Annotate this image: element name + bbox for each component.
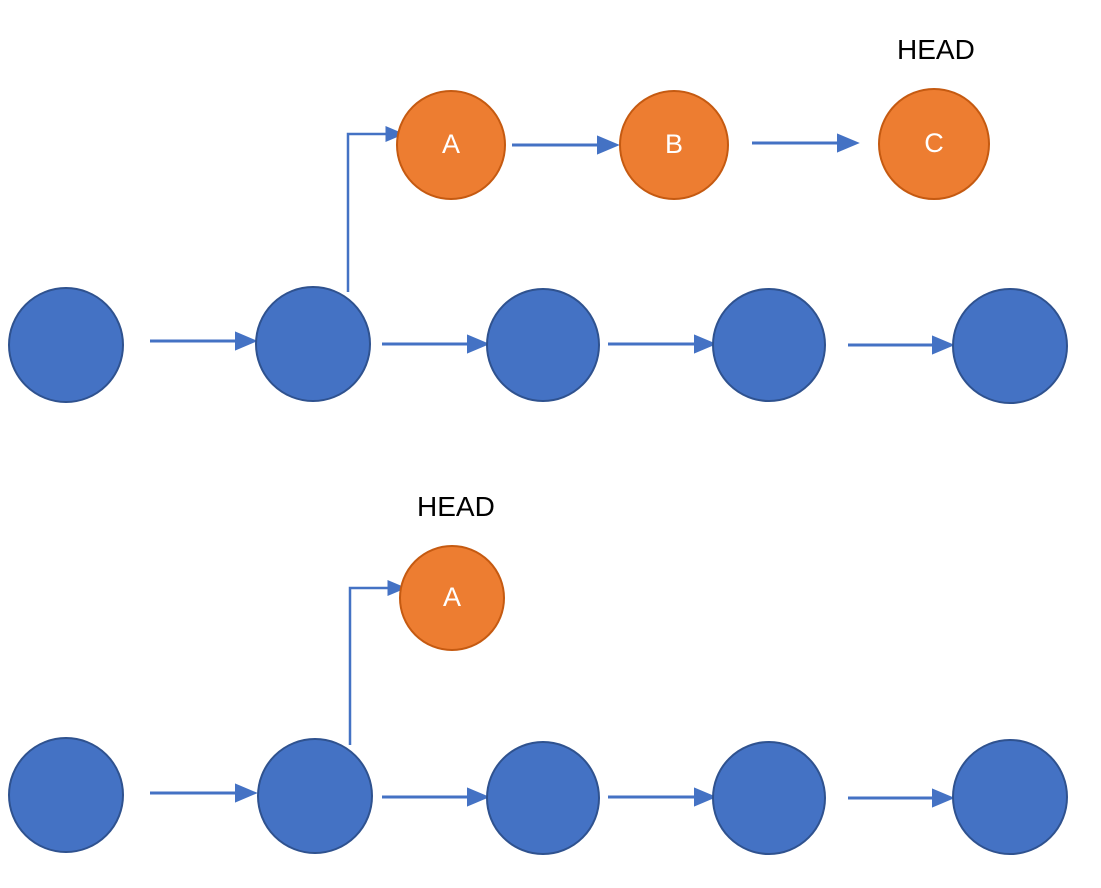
main-commit-5[interactable] xyxy=(952,288,1068,404)
branch-commit-a[interactable]: A xyxy=(399,545,505,651)
node-label: B xyxy=(664,128,683,159)
main-commit-5[interactable] xyxy=(952,739,1068,855)
main-commit-4[interactable] xyxy=(712,741,826,855)
node-label: A xyxy=(441,128,460,159)
main-commit-3[interactable] xyxy=(486,288,600,402)
main-commit-1[interactable] xyxy=(8,287,124,403)
branch-commit-b[interactable]: B xyxy=(619,90,729,200)
arrow-branch-off-top xyxy=(346,125,405,292)
main-commit-4[interactable] xyxy=(712,288,826,402)
node-label: A xyxy=(442,581,461,612)
head-label-top: HEAD xyxy=(897,34,975,65)
main-commit-3[interactable] xyxy=(486,741,600,855)
head-label-bottom: HEAD xyxy=(417,491,495,522)
main-commit-1[interactable] xyxy=(8,737,124,853)
branch-commit-a[interactable]: A xyxy=(396,90,506,200)
branch-commit-c[interactable]: C xyxy=(878,88,990,200)
node-label: C xyxy=(924,127,944,158)
main-commit-2[interactable] xyxy=(257,738,373,854)
main-commit-2[interactable] xyxy=(255,286,371,402)
arrow-branch-off-bottom xyxy=(348,579,407,745)
